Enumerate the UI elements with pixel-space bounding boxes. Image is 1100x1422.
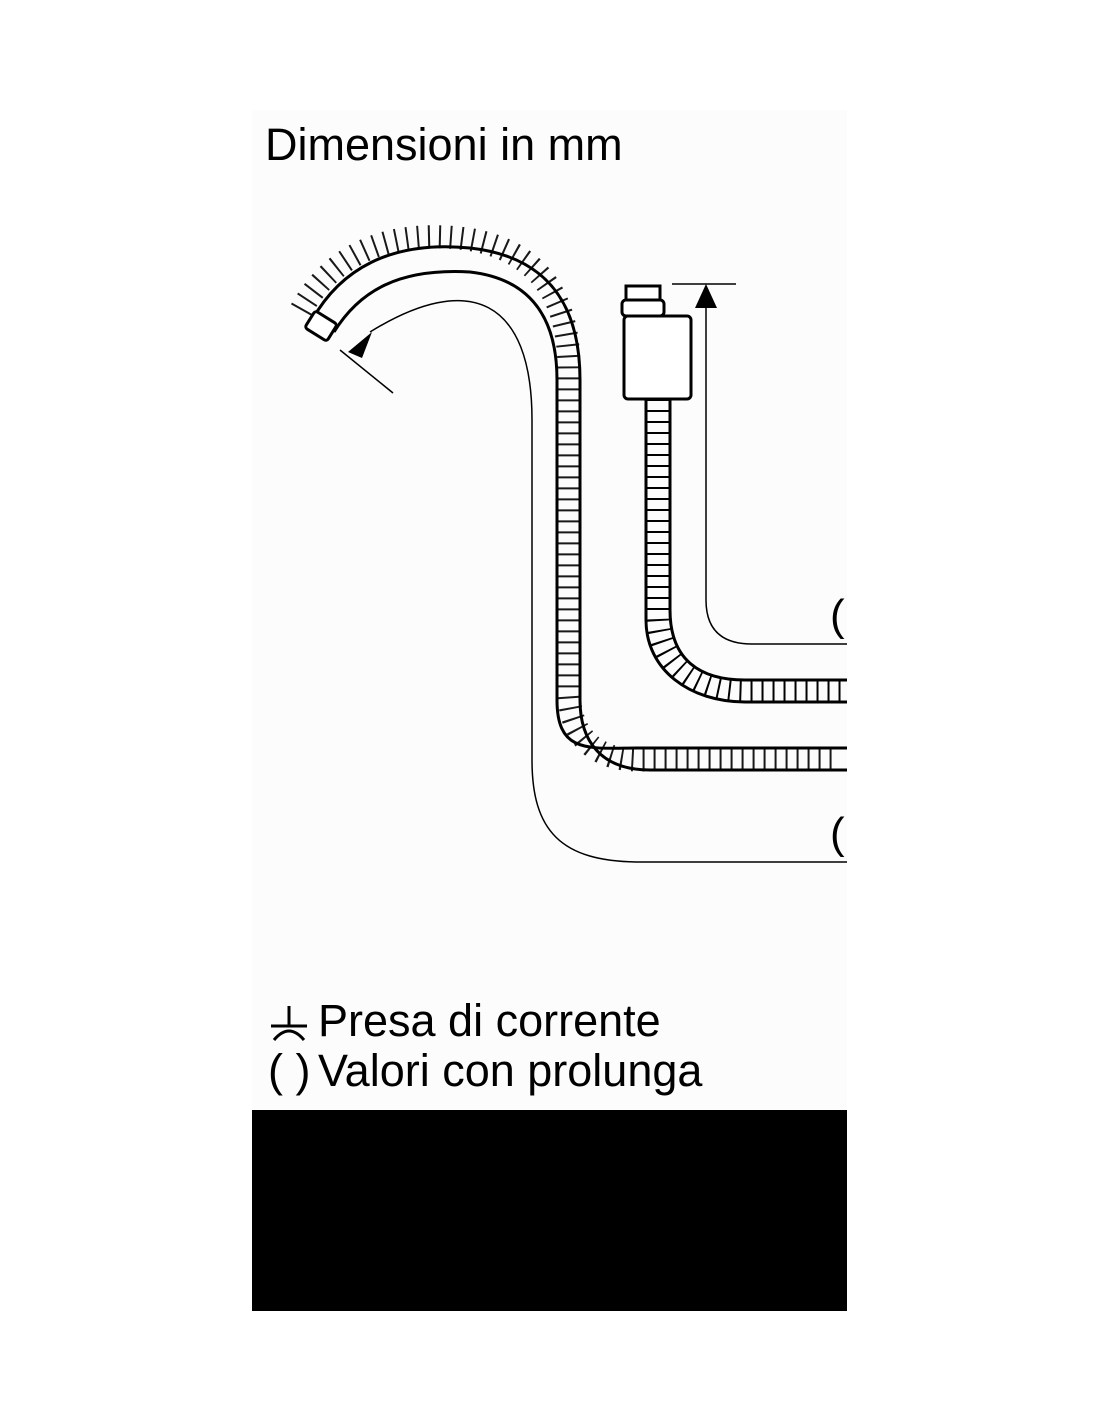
drain-hose-dimension-arrow (348, 332, 372, 358)
drain-dimension-mark: ( (830, 809, 845, 858)
inlet-hose-outer-wall (644, 399, 847, 704)
drain-hose-outer-wall (310, 245, 847, 772)
legend-socket-label: Presa di corrente (318, 995, 661, 1046)
legend-extension-row: ( )Valori con prolunga (268, 1048, 702, 1093)
drain-hose-dimension-line (369, 299, 847, 863)
parentheses-symbol: ( ) (268, 1045, 311, 1096)
black-bar (252, 1110, 847, 1311)
inlet-hose-dimension-line (705, 300, 847, 645)
inlet-valve-nut (620, 298, 666, 318)
diagram-title: Dimensioni in mm (265, 119, 623, 170)
drain-hose-ribs (290, 225, 836, 772)
inlet-hose-inner-wall (668, 399, 847, 682)
hose-end-leader-line (339, 349, 394, 394)
inlet-dimension-mark: ( (830, 591, 845, 640)
inlet-valve-cap (624, 284, 662, 302)
legend-socket-row: Presa di corrente (268, 998, 661, 1044)
power-socket-icon (268, 1004, 318, 1044)
legend-extension-label: Valori con prolunga (318, 1045, 703, 1096)
inlet-valve-body (622, 314, 693, 401)
drain-hose-inner-wall (332, 270, 847, 750)
inlet-hose-ribs (646, 399, 847, 703)
drain-hose-nozzle (304, 310, 338, 342)
inlet-hose-dimension-arrow (695, 284, 717, 308)
diagram-panel (252, 110, 847, 1110)
